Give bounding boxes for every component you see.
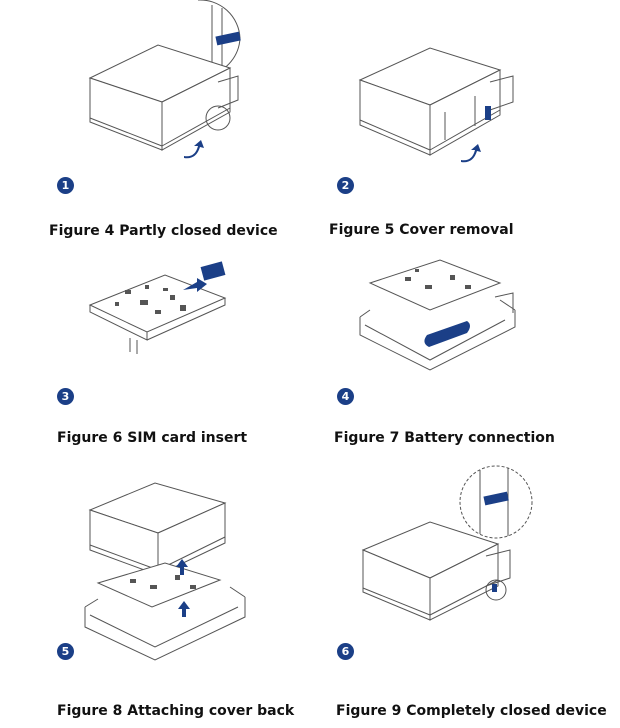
figure-8-caption: Figure 8 Attaching cover back (57, 703, 295, 719)
step-3-badge: 3 (57, 388, 74, 405)
partly-closed-device-illustration (88, 0, 241, 159)
step-6-badge: 6 (337, 643, 354, 660)
battery-connection-illustration (359, 259, 516, 371)
figure-6-caption: Figure 6 SIM card insert (57, 430, 248, 446)
step-2-badge: 2 (337, 177, 354, 194)
figure-9-caption: Figure 9 Completely closed device (336, 703, 607, 719)
cover-removal-illustration (358, 47, 514, 163)
completely-closed-device-illustration (361, 465, 533, 621)
step-5-badge: 5 (57, 643, 74, 660)
attaching-cover-back-illustration (84, 482, 246, 661)
step-4-badge: 4 (337, 388, 354, 405)
figure-4-caption: Figure 4 Partly closed device (49, 223, 278, 239)
figure-5-caption: Figure 5 Cover removal (329, 222, 514, 238)
step-1-badge: 1 (57, 177, 74, 194)
figure-7-caption: Figure 7 Battery connection (334, 430, 555, 446)
sim-card-insert-illustration (88, 261, 227, 354)
